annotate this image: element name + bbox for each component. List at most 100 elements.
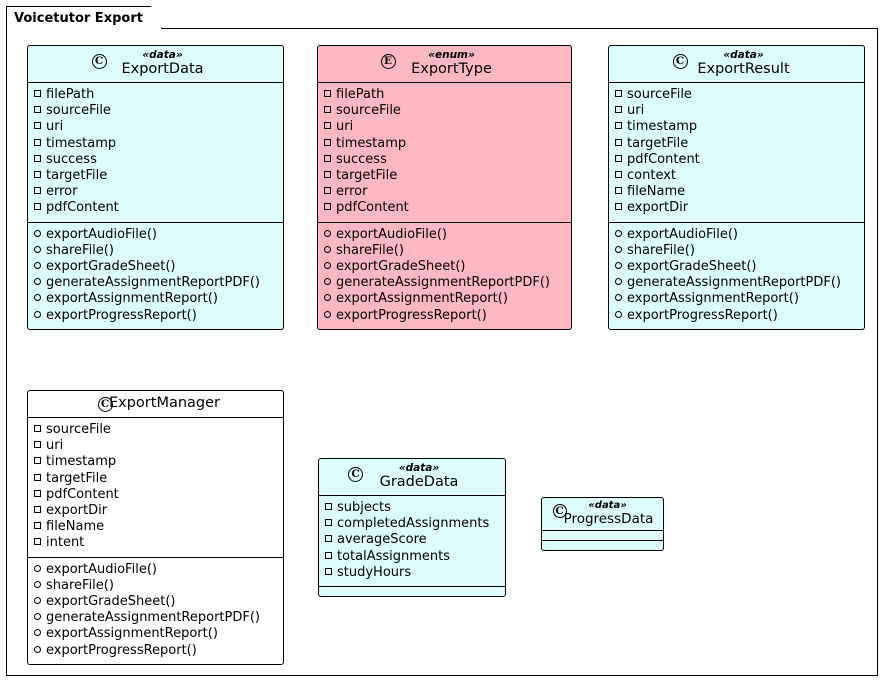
- method-row: shareFile(): [34, 578, 279, 594]
- attribute-marker-icon: [324, 138, 331, 146]
- attribute-row: exportDir: [34, 503, 279, 519]
- attribute-marker-icon: [324, 122, 331, 130]
- methods-compartment: [319, 586, 505, 596]
- attribute-marker-icon: [34, 122, 41, 130]
- method-marker-icon: [34, 580, 41, 588]
- methods-compartment: exportAudioFile() shareFile() exportGrad…: [609, 221, 864, 329]
- attribute-marker-icon: [324, 171, 331, 179]
- attribute-marker-icon: [324, 203, 331, 211]
- method-row: exportProgressReport(): [34, 643, 279, 659]
- attribute-marker-icon: [615, 187, 622, 195]
- method-row: exportProgressReport(): [34, 308, 279, 324]
- attribute-row: timestamp: [615, 119, 860, 135]
- package-tab[interactable]: Voicetutor Export: [6, 6, 162, 29]
- method-marker-icon: [34, 645, 41, 653]
- method-row: exportAssignmentReport(): [34, 291, 279, 307]
- attribute-marker-icon: [34, 538, 41, 546]
- attributes-compartment: filePath sourceFile uri timestamp succes…: [318, 83, 571, 222]
- attributes-compartment: filePath sourceFile uri timestamp succes…: [28, 83, 283, 222]
- class-stereotype: «data»: [142, 49, 183, 61]
- attribute-marker-icon: [325, 567, 332, 575]
- class-header: C «data» ExportResult: [609, 46, 864, 83]
- method-marker-icon: [34, 229, 41, 237]
- method-row: generateAssignmentReportPDF(): [34, 610, 279, 626]
- class-name: ExportManager: [108, 395, 221, 411]
- class-box-export-type[interactable]: E «enum» ExportType filePath sourceFile …: [317, 45, 572, 330]
- attribute-row: targetFile: [34, 168, 279, 184]
- attribute-row: timestamp: [34, 454, 279, 470]
- attribute-row: timestamp: [324, 136, 567, 152]
- attribute-row: subjects: [325, 500, 501, 516]
- attribute-row: pdfContent: [324, 200, 567, 216]
- attribute-marker-icon: [324, 106, 331, 114]
- method-row: exportAudioFile(): [34, 227, 279, 243]
- attribute-row: studyHours: [325, 565, 501, 581]
- attribute-marker-icon: [325, 519, 332, 527]
- package-name: Voicetutor Export: [14, 11, 143, 26]
- attribute-marker-icon: [34, 154, 41, 162]
- attribute-marker-icon: [615, 154, 622, 162]
- attribute-row: sourceFile: [324, 103, 567, 119]
- attribute-row: fileName: [615, 184, 860, 200]
- attribute-marker-icon: [34, 506, 41, 514]
- method-row: exportGradeSheet(): [34, 259, 279, 275]
- methods-compartment: exportAudioFile() shareFile() exportGrad…: [28, 556, 283, 664]
- method-row: generateAssignmentReportPDF(): [324, 275, 567, 291]
- class-badge-icon: C: [97, 397, 113, 412]
- attribute-row: success: [324, 152, 567, 168]
- attribute-row: filePath: [34, 87, 279, 103]
- method-row: exportAudioFile(): [324, 227, 567, 243]
- method-marker-icon: [34, 245, 41, 253]
- class-box-export-data[interactable]: C «data» ExportData filePath sourceFile …: [27, 45, 284, 330]
- method-marker-icon: [615, 310, 622, 318]
- method-row: exportProgressReport(): [615, 308, 860, 324]
- attribute-marker-icon: [34, 171, 41, 179]
- method-marker-icon: [324, 229, 331, 237]
- class-header: C «data» ExportData: [28, 46, 283, 83]
- methods-compartment: exportAudioFile() shareFile() exportGrad…: [318, 221, 571, 329]
- class-box-export-manager[interactable]: C ExportManager sourceFile uri timestamp…: [27, 390, 284, 665]
- class-header: C «data» GradeData: [319, 459, 505, 496]
- attribute-marker-icon: [34, 425, 41, 432]
- attribute-marker-icon: [34, 473, 41, 481]
- attribute-row: filePath: [324, 87, 567, 103]
- class-stereotype: «data»: [588, 500, 627, 511]
- method-marker-icon: [615, 245, 622, 253]
- class-name: ExportData: [121, 61, 204, 77]
- method-marker-icon: [34, 310, 41, 318]
- attribute-row: sourceFile: [34, 422, 279, 438]
- class-box-export-result[interactable]: C «data» ExportResult sourceFile uri tim…: [608, 45, 865, 330]
- attribute-marker-icon: [34, 441, 41, 449]
- attribute-row: intent: [34, 535, 279, 551]
- attribute-row: averageScore: [325, 532, 501, 548]
- method-row: exportGradeSheet(): [615, 259, 860, 275]
- methods-compartment: exportAudioFile() shareFile() exportGrad…: [28, 221, 283, 329]
- method-row: exportAudioFile(): [615, 227, 860, 243]
- attribute-row: pdfContent: [34, 200, 279, 216]
- method-marker-icon: [34, 629, 41, 637]
- class-name: ExportResult: [697, 61, 790, 77]
- class-box-progress-data[interactable]: C «data» ProgressData: [541, 497, 664, 551]
- class-stereotype: «data»: [398, 462, 440, 474]
- method-marker-icon: [34, 613, 41, 621]
- attribute-marker-icon: [615, 106, 622, 114]
- attribute-marker-icon: [34, 187, 41, 195]
- method-row: exportGradeSheet(): [324, 259, 567, 275]
- method-row: generateAssignmentReportPDF(): [615, 275, 860, 291]
- attribute-marker-icon: [34, 90, 41, 97]
- attribute-marker-icon: [34, 106, 41, 114]
- class-header: C «data» ProgressData: [542, 498, 663, 531]
- attribute-row: uri: [34, 119, 279, 135]
- class-box-grade-data[interactable]: C «data» GradeData subjects completedAss…: [318, 458, 506, 598]
- method-marker-icon: [615, 294, 622, 302]
- class-name: ProgressData: [563, 511, 654, 527]
- method-row: exportAssignmentReport(): [615, 291, 860, 307]
- class-name: GradeData: [379, 474, 459, 490]
- class-badge-icon: C: [91, 54, 107, 69]
- enum-badge-icon: E: [380, 54, 396, 69]
- attribute-row: fileName: [34, 519, 279, 535]
- attribute-marker-icon: [34, 457, 41, 465]
- attribute-row: completedAssignments: [325, 516, 501, 532]
- class-name: ExportType: [411, 61, 492, 77]
- attribute-marker-icon: [324, 187, 331, 195]
